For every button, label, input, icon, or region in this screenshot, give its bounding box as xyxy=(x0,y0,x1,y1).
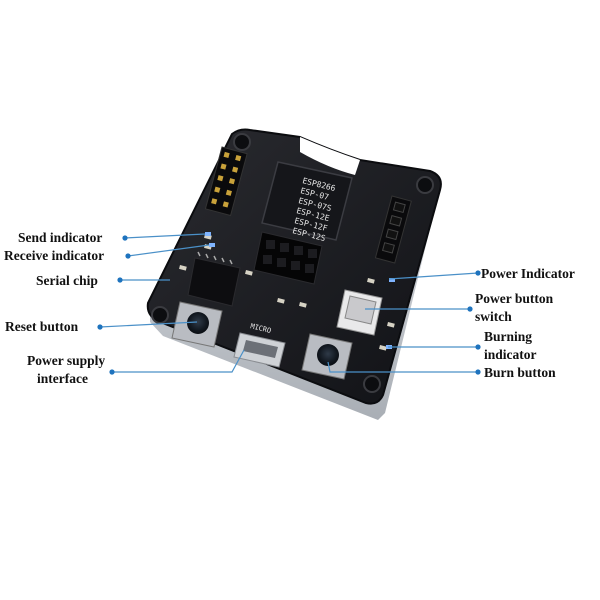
label-power-supply-interface-line2: interface xyxy=(37,371,88,386)
label-burn-button: Burn button xyxy=(484,365,556,380)
female-header xyxy=(253,231,323,285)
leader-lines xyxy=(99,233,479,373)
label-send-indicator: Send indicator xyxy=(18,230,103,245)
label-power-button-switch-line1: Power button xyxy=(475,291,554,306)
serial-chip xyxy=(187,251,241,307)
mounting-screws xyxy=(151,133,434,393)
reset-button-part xyxy=(171,301,223,348)
label-burning-indicator-line1: Burning xyxy=(484,329,533,344)
label-burning-indicator-line2: indicator xyxy=(484,347,537,362)
right-pin-header xyxy=(374,195,412,264)
label-power-button-switch-line2: switch xyxy=(475,309,512,324)
module-socket: ESP8266 ESP-07 ESP-07S ESP-12E ESP-12F E… xyxy=(261,161,353,243)
label-power-supply-interface-line1: Power supply xyxy=(27,353,106,368)
micro-usb-port: MICRO xyxy=(233,322,286,368)
module-name-silkscreen: ESP8266 ESP-07 ESP-07S ESP-12E ESP-12F E… xyxy=(292,176,337,243)
left-pin-header xyxy=(204,146,248,217)
label-power-indicator: Power Indicator xyxy=(481,266,575,281)
module-cutout xyxy=(300,137,360,175)
label-reset-button: Reset button xyxy=(5,319,79,334)
burn-button-part xyxy=(301,333,353,380)
power-switch xyxy=(336,289,383,336)
leader-dots xyxy=(97,235,481,375)
label-serial-chip: Serial chip xyxy=(36,273,98,288)
label-receive-indicator: Receive indicator xyxy=(4,248,105,263)
